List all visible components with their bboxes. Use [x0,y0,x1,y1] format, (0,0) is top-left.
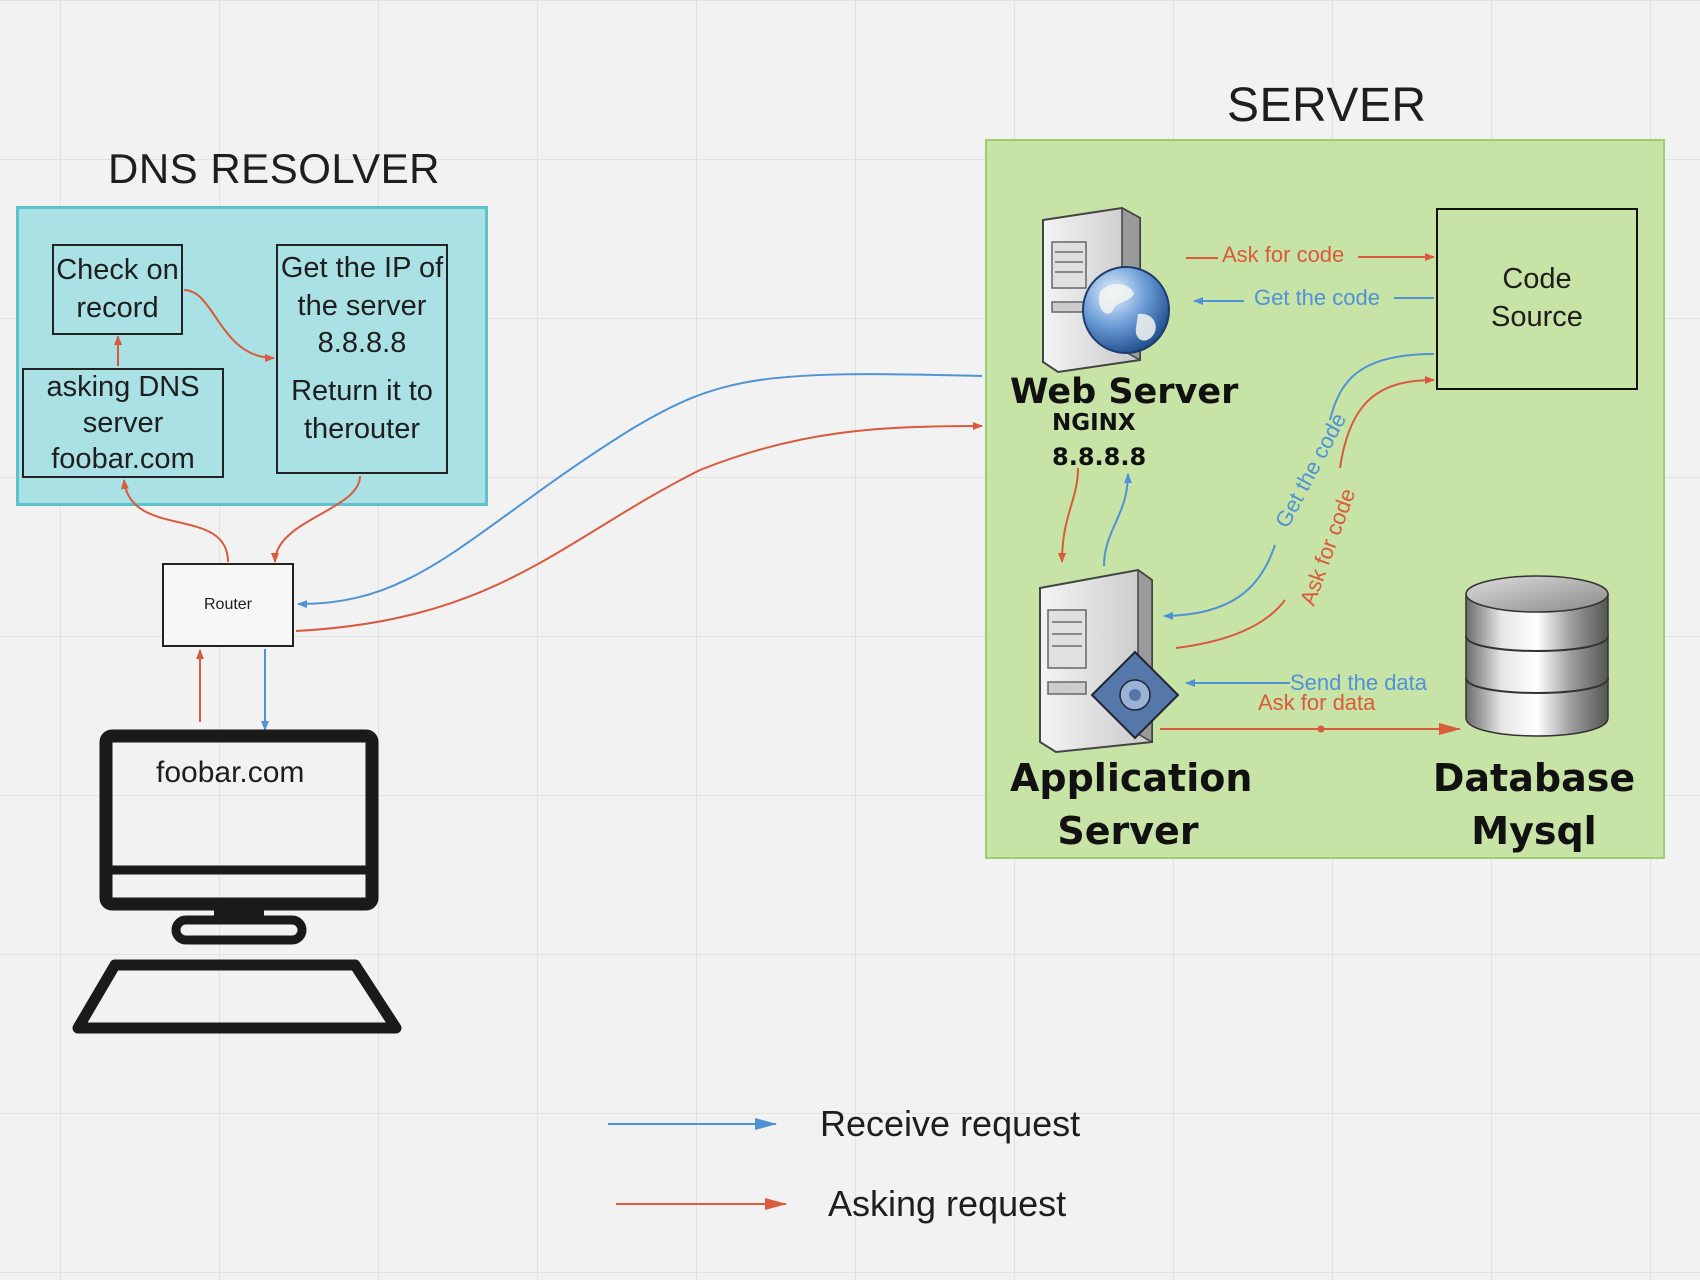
edge-webserver-to-app [1058,467,1079,563]
code-source-line-1: Code [1502,263,1572,296]
web-server-label: Web Server [1010,372,1239,412]
app-server-label: Application Server [1010,752,1252,858]
database-cylinder-icon [1465,575,1609,737]
legend-ask-label: Asking request [828,1183,1067,1224]
asking-dns-box: asking DNS server foobar.com [22,368,224,478]
edge-app-to-code [1175,380,1434,649]
get-ip-line-3: 8.8.8.8 [317,327,407,360]
database-line-1: Database [1432,756,1636,800]
database-label: Database Mysql [1432,752,1636,858]
get-ip-line-1: Get the IP of [280,252,444,284]
get-ip-box: Get the IP of the server 8.8.8.8 Return … [276,244,448,474]
get-the-code-label: Get the code [1254,285,1380,310]
edge-app-to-webserver [1103,473,1132,567]
asking-dns-line-1: asking DNS [46,370,200,403]
web-server-ip-label: 8.8.8.8 [1052,443,1147,471]
router-box: Router [162,563,294,647]
ask-for-data-label: Ask for data [1258,690,1376,715]
edge-router-to-webserver [295,422,983,632]
asking-dns-line-2: server [82,406,164,439]
get-ip-line-2: the server [297,289,427,322]
check-record-line-2: record [76,291,159,324]
database-line-2: Mysql [1471,809,1597,854]
application-server-icon [1039,568,1180,754]
legend-receive-label: Receive request [820,1103,1081,1144]
edge-webserver-to-router [297,373,983,609]
asking-dns-line-3: foobar.com [51,443,195,476]
send-the-data-label: Send the data [1290,670,1428,695]
edge-router-to-dns [120,479,229,563]
code-source-box: Code Source [1436,208,1638,390]
server-title: SERVER [1227,79,1427,132]
edge-webserver-to-code [1186,257,1434,258]
edge-midpoint-dot [1317,725,1325,733]
app-server-line-1: Application [1010,756,1253,800]
code-source-line-2: Source [1491,301,1583,333]
web-server-globe-icon [1042,206,1170,374]
app-server-line-2: Server [1057,809,1199,854]
dns-resolver-title: DNS RESOLVER [108,145,440,192]
return-router-line-2: therouter [303,412,421,445]
computer-monitor-icon [72,729,402,1034]
check-record-line-1: Check on [56,253,179,286]
router-label: Router [203,595,253,613]
check-record-box: Check on record [52,244,183,335]
client-url-label: foobar.com [156,756,305,789]
nginx-label: NGINX [1052,410,1136,436]
edge-code-to-webserver [1194,298,1434,301]
return-router-line-1: Return it to [291,375,433,408]
edge-check-to-getip [183,289,275,362]
dns-resolver-panel [16,206,488,506]
edge-code-to-app [1164,353,1435,616]
ask-for-code-label: Ask for code [1222,242,1345,267]
edge-dns-to-router [271,475,361,563]
